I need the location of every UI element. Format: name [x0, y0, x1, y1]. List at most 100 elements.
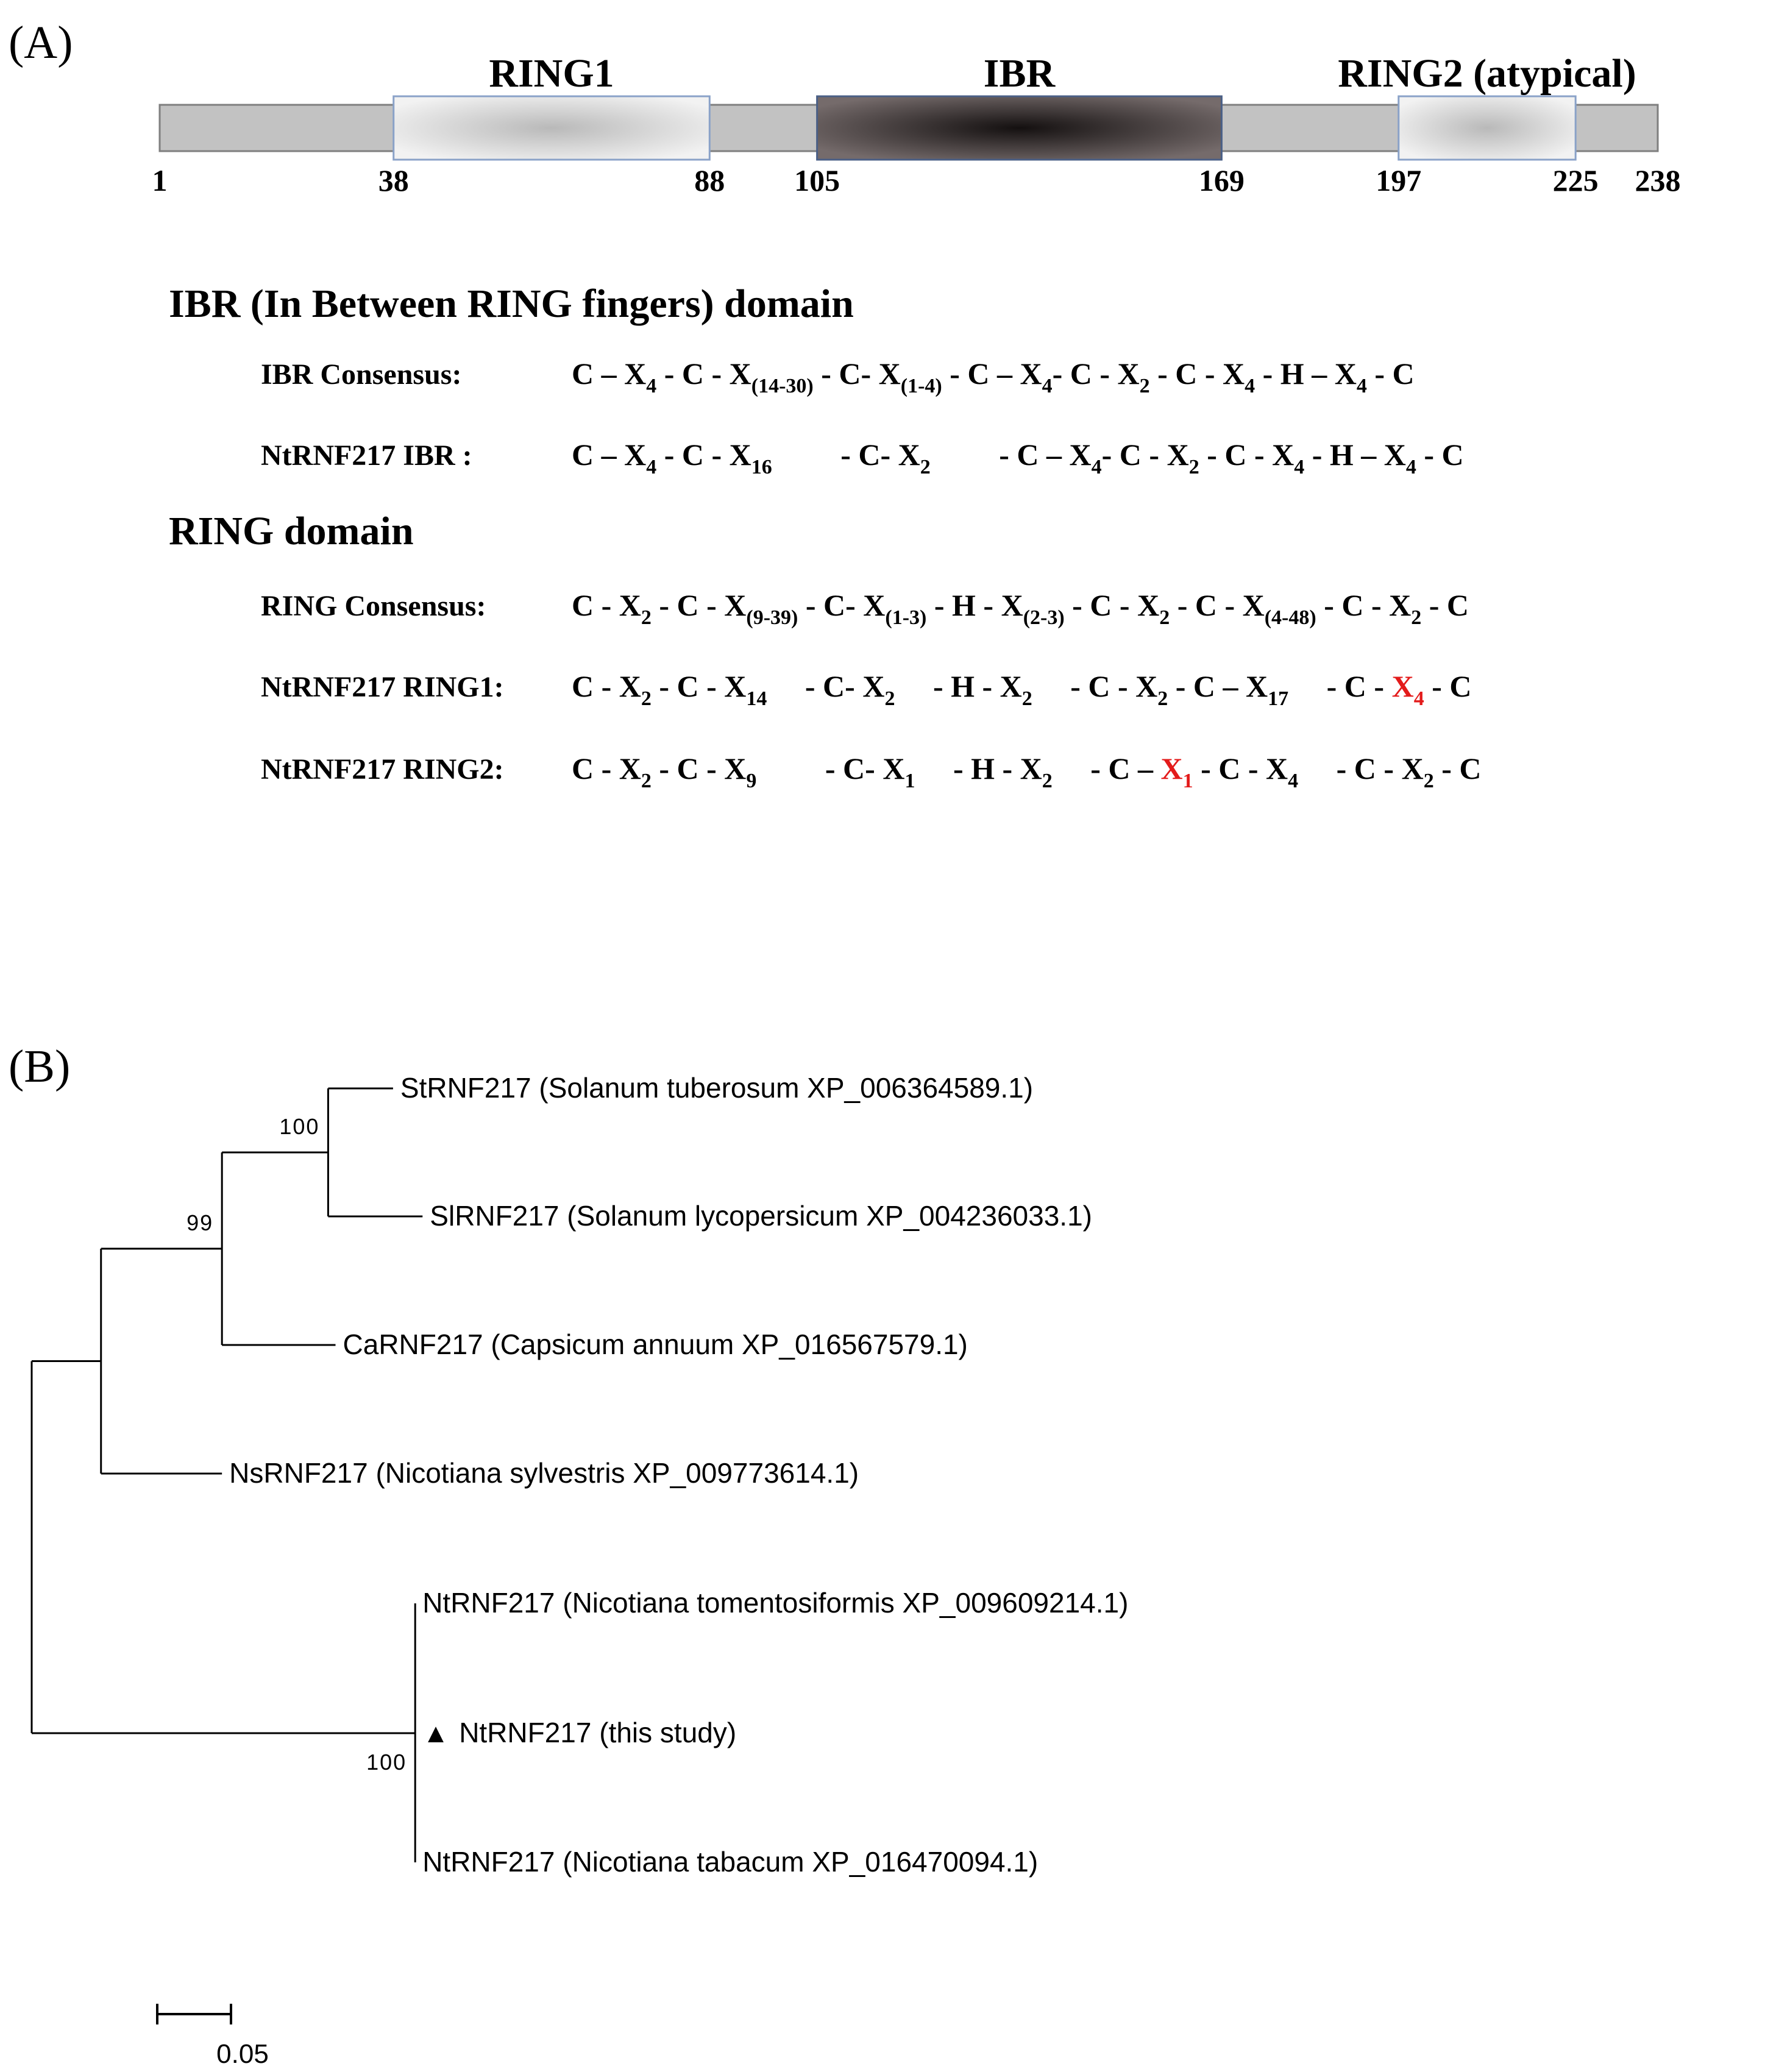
- motif-subscript: 4: [646, 375, 656, 397]
- motif-sequence: C - X2 - C - X(9-39) - C- X(1-3) - H - X…: [572, 588, 1469, 629]
- motif-token: - C – X: [931, 438, 1092, 472]
- motif-subscript: 14: [746, 687, 767, 710]
- motif-token: - C - X: [1316, 588, 1412, 622]
- motif-token: - C - X: [1193, 751, 1288, 786]
- motif-subscript: 4: [1294, 456, 1304, 478]
- motif-subscript: 2: [1042, 770, 1053, 792]
- motif-subscript: 4: [1092, 456, 1102, 478]
- motif-token: - C – X: [1168, 669, 1268, 703]
- motif-subscript: (4-48): [1265, 606, 1316, 629]
- motif-subscript: 2: [1157, 687, 1168, 710]
- motif-token: - C- X: [772, 438, 920, 472]
- position-label: 225: [1553, 163, 1599, 197]
- motif-token: - C –: [1053, 751, 1161, 786]
- motif-subscript: 1: [904, 770, 915, 792]
- motif-subscript: 4: [1042, 375, 1053, 397]
- motif-rows: IBR Consensus:C – X4 - C - X(14-30) - C-…: [261, 357, 1481, 792]
- motif-token: - C - X: [656, 438, 751, 472]
- motif-token: - C: [1367, 357, 1415, 391]
- motif-subscript: 2: [1140, 375, 1150, 397]
- domain-label: RING1: [489, 51, 614, 96]
- motif-subscript: 2: [1424, 770, 1434, 792]
- motif-subscript: 2: [641, 606, 652, 629]
- motif-row-label: RING Consensus:: [261, 590, 486, 622]
- motif-token: - C- X: [756, 751, 904, 786]
- motif-token: - C - X: [652, 751, 747, 786]
- motif-row-label: NtRNF217 RING1:: [261, 671, 504, 703]
- motif-subscript: 4: [1245, 375, 1255, 397]
- motif-token: - C - X: [1032, 669, 1158, 703]
- motif-token: - C - X: [652, 588, 747, 622]
- motif-subscript: (2-3): [1023, 606, 1065, 629]
- motif-row-label: NtRNF217 RING2:: [261, 753, 504, 786]
- motif-token: C – X: [572, 438, 646, 472]
- domain-diagram: RING1 IBR RING2 (atypical) 1 38 88 105 169 197 2…: [152, 51, 1681, 197]
- domain-box-ibr: [816, 95, 1223, 161]
- motif-token: X: [1161, 751, 1183, 786]
- motif-subscript: 4: [646, 456, 656, 478]
- domain-label: IBR: [984, 51, 1056, 96]
- motif-subscript: 1: [1183, 770, 1193, 792]
- scale-bar-label: 0.05: [216, 2039, 269, 2069]
- motif-subscript: 4: [1406, 456, 1416, 478]
- position-label: 105: [794, 163, 840, 197]
- motif-subscript: 2: [1022, 687, 1032, 710]
- panel-b-label: (B): [9, 1041, 70, 1092]
- bootstrap-value: 100: [366, 1750, 407, 1775]
- motif-token: - H – X: [1304, 438, 1406, 472]
- motif-sequence: C - X2 - C - X9 - C- X1 - H - X2 - C – X…: [572, 751, 1481, 792]
- motif-token: - C - X: [1102, 438, 1189, 472]
- motif-subscript: 2: [920, 456, 931, 478]
- tip-label: NtRNF217 (Nicotiana tomentosiformis XP_0…: [422, 1587, 1128, 1619]
- motif-subscript: 2: [1411, 606, 1421, 629]
- triangle-marker-icon: ▲: [422, 1719, 449, 1748]
- position-label: 1: [152, 163, 168, 197]
- motif-token: - C - X: [1298, 751, 1424, 786]
- domain-box-ring2: [1398, 95, 1577, 161]
- motif-token: - C – X: [942, 357, 1042, 391]
- motif-token: - C - X: [1199, 438, 1295, 472]
- tip-label: StRNF217 (Solanum tuberosum XP_006364589…: [400, 1072, 1033, 1104]
- motif-subscript: 9: [746, 770, 756, 792]
- phylogenetic-tree: 100 99 100 StRNF217 (Solanum tuberosum XP_0…: [30, 1072, 1128, 1878]
- motif-token: - H - X: [895, 669, 1021, 703]
- domain-label: RING2 (atypical): [1338, 51, 1636, 96]
- position-label: 88: [694, 163, 725, 197]
- motif-row-label: NtRNF217 IBR :: [261, 439, 472, 472]
- motif-subscript: 2: [1159, 606, 1170, 629]
- motif-token: C - X: [572, 588, 641, 622]
- tip-label: NtRNF217 (this study): [459, 1717, 736, 1748]
- domain-labels: RING1 IBR RING2 (atypical): [489, 51, 1636, 96]
- motif-token: X: [1392, 669, 1414, 703]
- bootstrap-value: 99: [186, 1210, 213, 1235]
- motif-row-label: IBR Consensus:: [261, 358, 461, 391]
- ibr-heading: IBR (In Between RING fingers) domain: [169, 282, 854, 326]
- motif-token: - C - X: [1053, 357, 1140, 391]
- motif-token: C – X: [572, 357, 646, 391]
- motif-token: - C - X: [1170, 588, 1265, 622]
- scale-bar: 0.05: [156, 2004, 269, 2069]
- position-label: 38: [378, 163, 409, 197]
- position-label: 238: [1635, 163, 1681, 197]
- position-label: 169: [1199, 163, 1245, 197]
- motif-subscript: 16: [751, 456, 772, 478]
- motif-token: - C - X: [1150, 357, 1245, 391]
- bootstrap-value: 100: [279, 1114, 319, 1139]
- ring-heading: RING domain: [169, 509, 414, 553]
- motif-sequence: C - X2 - C - X14 - C- X2 - H - X2 - C - …: [572, 669, 1471, 710]
- motif-sequence: C – X4 - C - X16 - C- X2 - C – X4- C - X…: [572, 438, 1464, 478]
- motif-token: - C -: [1288, 669, 1391, 703]
- motif-token: C - X: [572, 669, 641, 703]
- motif-token: - H - X: [926, 588, 1023, 622]
- position-label: 197: [1376, 163, 1421, 197]
- motif-subscript: 4: [1288, 770, 1298, 792]
- motif-subscript: (1-4): [901, 375, 942, 397]
- motif-token: - H – X: [1255, 357, 1357, 391]
- domain-boxes: [392, 95, 1577, 161]
- motif-token: - C - X: [656, 357, 751, 391]
- motif-token: - C- X: [767, 669, 884, 703]
- motif-token: - C - X: [652, 669, 747, 703]
- motif-token: - C- X: [798, 588, 885, 622]
- tip-label: SlRNF217 (Solanum lycopersicum XP_004236…: [430, 1200, 1092, 1232]
- tip-label: NsRNF217 (Nicotiana sylvestris XP_009773…: [229, 1457, 859, 1489]
